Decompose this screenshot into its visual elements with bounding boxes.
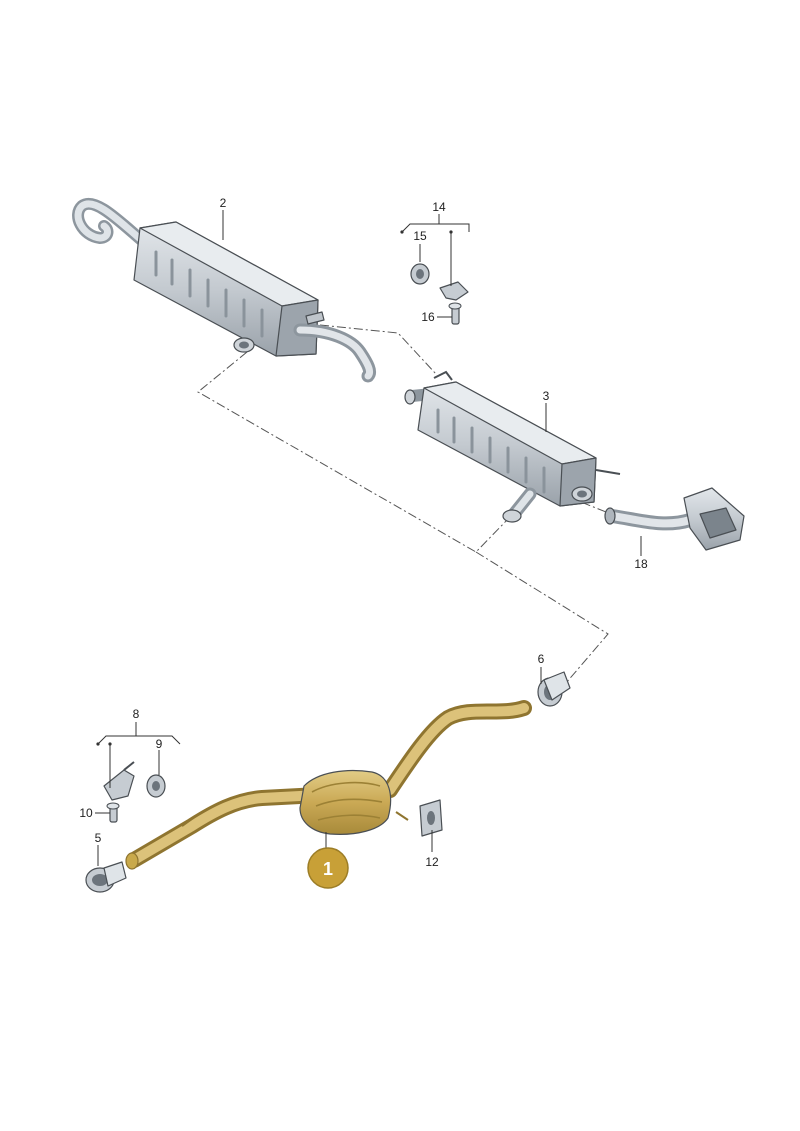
assembly-guide-lines: [197, 324, 609, 691]
callout-5: 5: [95, 831, 102, 845]
callout-16: 16: [421, 310, 435, 324]
callout-12: 12: [425, 855, 439, 869]
clamp-right[interactable]: [537, 671, 571, 707]
hanger-assembly-upper[interactable]: [410, 263, 469, 325]
rear-silencer-right[interactable]: [404, 370, 621, 523]
callout-6: 6: [538, 652, 545, 666]
part-1-badge[interactable]: 1: [307, 847, 349, 889]
callout-labels: 2 14 15 16 3 18 6 8 9 10 5 12: [79, 196, 648, 869]
rear-silencer-left[interactable]: [72, 198, 377, 383]
callout-2: 2: [220, 196, 227, 210]
callout-15: 15: [413, 229, 427, 243]
callout-14: 14: [432, 200, 446, 214]
callout-1: 1: [323, 859, 333, 879]
rubber-mount[interactable]: [419, 799, 443, 837]
callout-8: 8: [133, 707, 140, 721]
callout-3: 3: [543, 389, 550, 403]
clamp-left[interactable]: [85, 861, 127, 893]
hanger-assembly-lower[interactable]: [103, 761, 166, 823]
front-silencer-highlighted[interactable]: [125, 700, 532, 870]
tailpipe-trim[interactable]: [604, 487, 745, 551]
callout-9: 9: [156, 737, 163, 751]
leader-lines: [95, 210, 642, 866]
callout-18: 18: [634, 557, 648, 571]
callout-10: 10: [79, 806, 93, 820]
